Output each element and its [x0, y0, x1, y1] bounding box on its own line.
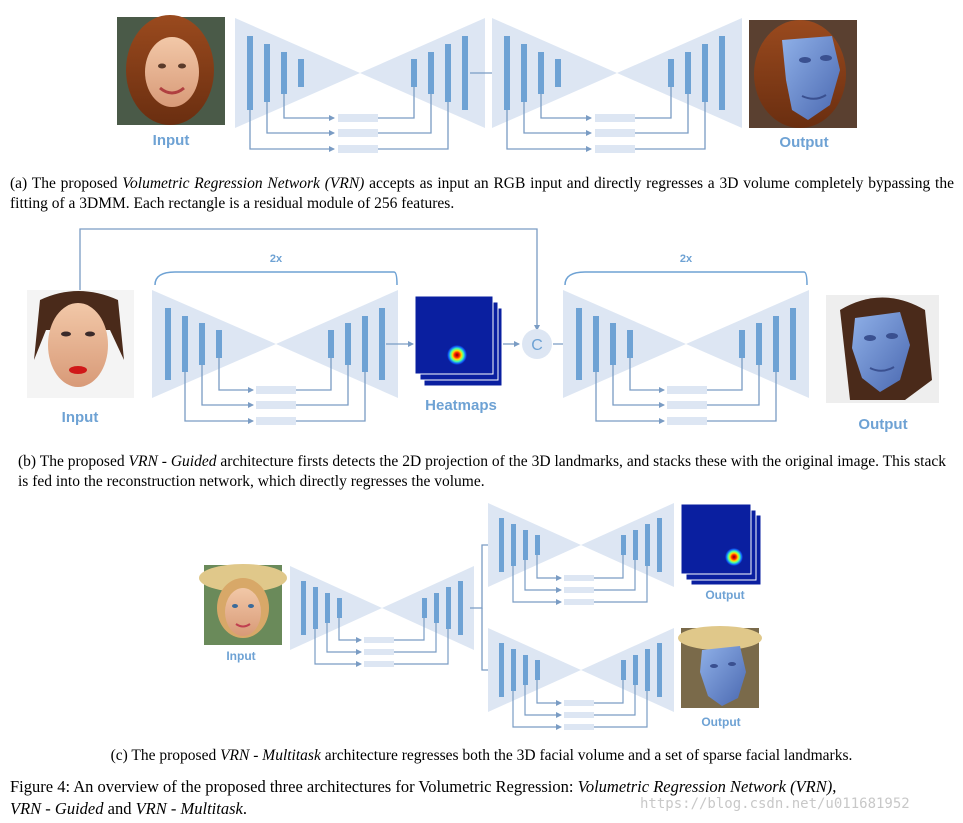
output-face-mesh-c [678, 626, 762, 708]
panel-b: Input 2x [27, 228, 939, 433]
repeat-label-1: 2x [270, 253, 283, 265]
figure-caption: Figure 4: An overview of the proposed th… [10, 776, 954, 820]
repeat-label-2: 2x [680, 253, 693, 265]
caption-a-rest: accepts as input an RGB input and direct… [10, 175, 954, 212]
figure-caption-sep1: - [41, 799, 55, 818]
input-label-a: Input [153, 132, 190, 149]
figure-caption-sep2: - [166, 799, 181, 818]
caption-b-sep: - [157, 453, 171, 470]
hourglass-b2 [563, 290, 809, 425]
figure-caption-end: . [242, 799, 247, 818]
figure-caption-em2: VRN [10, 799, 42, 818]
caption-c-em2: Multitask [262, 747, 321, 764]
hourglass-a1 [235, 18, 485, 153]
caption-c: (c) The proposed VRN - Multitask archite… [0, 746, 963, 766]
hourglass-c-bottom [488, 628, 674, 730]
panel-c: Input [199, 503, 762, 730]
caption-a-lead: (a) The proposed [10, 175, 123, 192]
figure-caption-lead: Figure 4: An overview of the proposed th… [10, 777, 578, 796]
output-face-mesh-b [826, 295, 939, 403]
panel-a: Input [117, 15, 857, 153]
input-label-c: Input [226, 649, 255, 663]
watermark: https://blog.csdn.net/u011681952 [640, 796, 910, 812]
input-face-photo-a [117, 15, 225, 125]
caption-b-em2: Guided [170, 453, 217, 470]
output-label-c-bottom: Output [701, 715, 740, 729]
output-heatmaps-c [680, 503, 762, 586]
caption-a-em: Volumetric Regression Network (VRN) [122, 175, 365, 192]
input-label-b: Input [62, 409, 99, 426]
repeat-brace-1 [154, 271, 398, 286]
heatmaps-stack-b [414, 295, 503, 387]
caption-b-em1: VRN [128, 453, 158, 470]
heatmaps-label: Heatmaps [425, 397, 497, 414]
figure-caption-em1: Volumetric Regression Network (VRN) [577, 777, 833, 796]
caption-c-rest: architecture regresses both the 3D facia… [320, 747, 853, 764]
output-label-c-top: Output [705, 588, 744, 602]
hourglass-c-top [488, 503, 674, 605]
caption-a: (a) The proposed Volumetric Regression N… [10, 174, 954, 214]
figure-caption-comma: , [832, 777, 837, 796]
figure-caption-and: and [103, 799, 136, 818]
caption-b: (b) The proposed VRN - Guided architectu… [18, 452, 946, 492]
output-face-mesh-a [749, 20, 857, 128]
figure-caption-em4: VRN [135, 799, 167, 818]
input-face-photo-b [27, 290, 134, 398]
hourglass-b1 [152, 290, 398, 425]
skip-connection [79, 228, 540, 331]
hourglass-c-shared [290, 566, 474, 667]
figure-caption-em5: Multitask [180, 799, 243, 818]
concat-node: C [522, 329, 552, 359]
caption-c-sep: - [249, 747, 263, 764]
concat-label: C [531, 337, 543, 354]
caption-b-lead: (b) The proposed [18, 453, 129, 470]
repeat-brace-2 [564, 271, 808, 286]
hourglass-a2 [492, 18, 742, 153]
output-label-a: Output [779, 134, 828, 151]
caption-c-em1: VRN [220, 747, 250, 764]
input-face-photo-c [199, 564, 287, 645]
figure-caption-em3: Guided [54, 799, 104, 818]
caption-b-rest: architecture firsts detects the 2D proje… [18, 453, 946, 490]
caption-c-lead: (c) The proposed [110, 747, 221, 764]
output-label-b: Output [858, 416, 907, 433]
